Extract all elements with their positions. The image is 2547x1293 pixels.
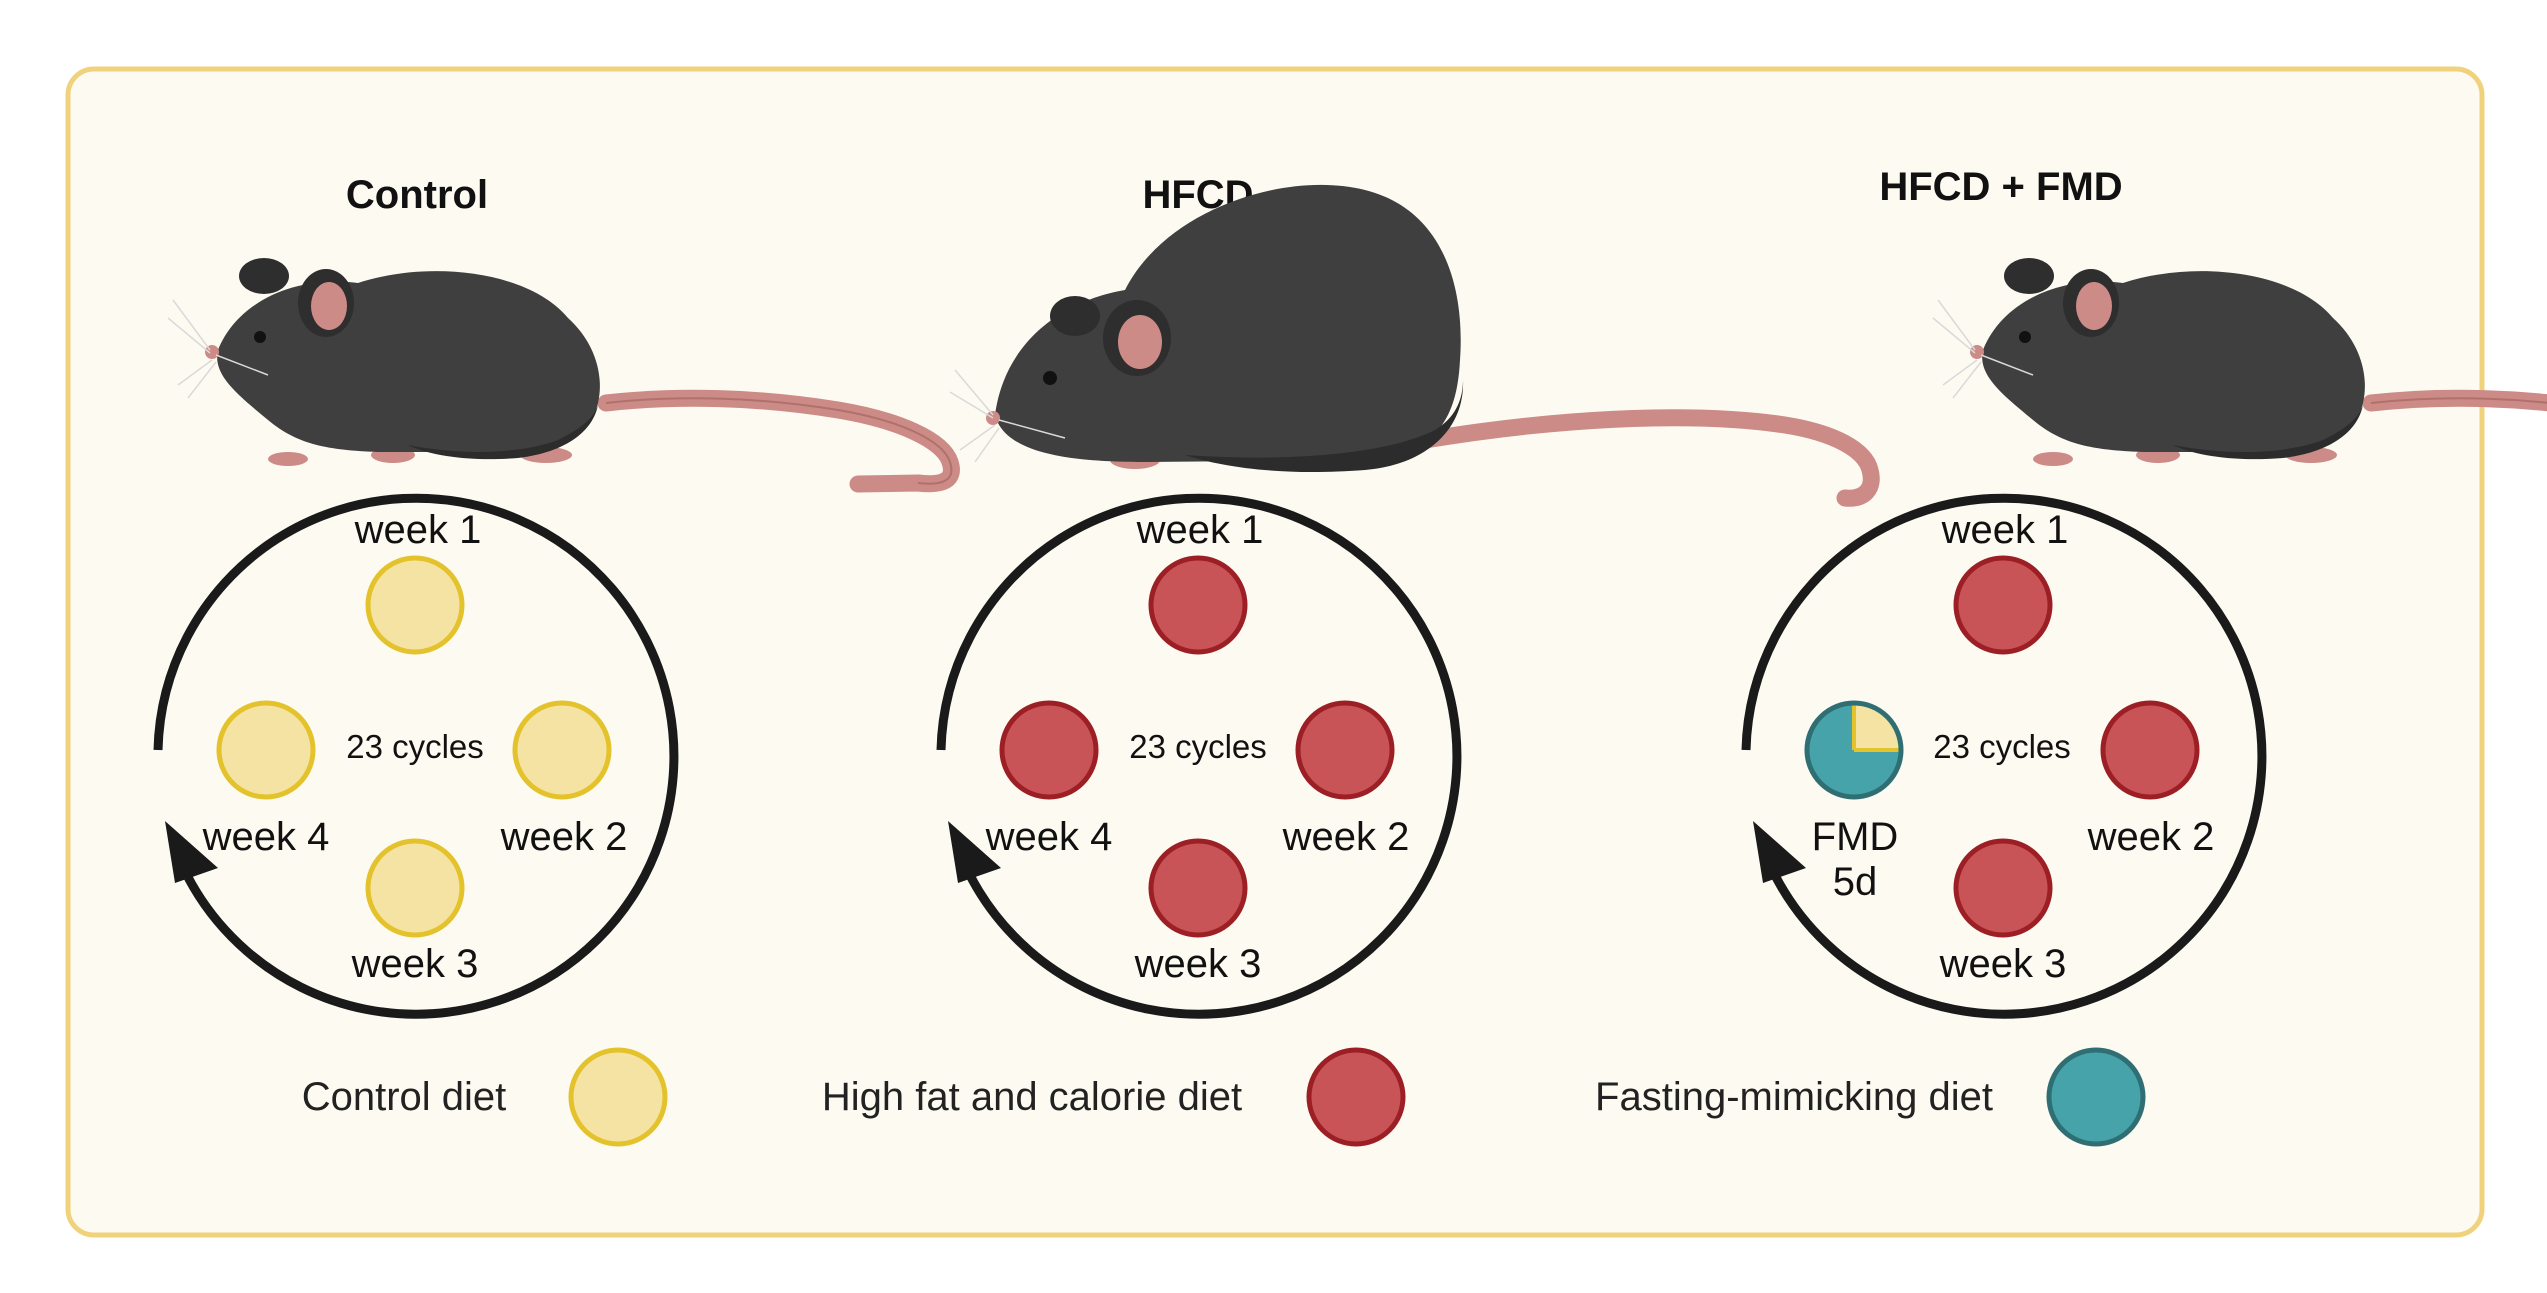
week-4-label: week 4 [202,815,330,859]
group-title: HFCD + FMD [1879,165,2122,209]
week-4-label: week 4 [985,815,1113,859]
cycles-label: 23 cycles [1933,728,2071,765]
week-3-label: week 3 [351,942,479,986]
diet-dot-week-3 [1148,838,1248,938]
diet-dot-week-3 [1953,838,2053,938]
diet-dot-week-4 [999,700,1099,800]
cycle-arrowhead-icon [165,821,218,883]
week-2-label: week 2 [2087,815,2215,859]
week-1-label: week 1 [354,508,482,552]
cycle-arrowhead-icon [948,821,1001,883]
diet-dot-week-2 [512,700,612,800]
week-3-label: week 3 [1939,942,2067,986]
week-2-label: week 2 [1282,815,1410,859]
legend-label-high-fat-calorie-diet: High fat and calorie diet [822,1075,1242,1119]
week-1-label: week 1 [1136,508,1264,552]
diet-dot-week-1 [1953,555,2053,655]
week-2-label: week 2 [500,815,628,859]
week-1-label: week 1 [1941,508,2069,552]
legend-label-fasting-mimicking-diet: Fasting-mimicking diet [1595,1075,1993,1119]
diet-dot-week-2 [2100,700,2200,800]
diet-dot-week-2 [1295,700,1395,800]
fmd-label-line-1: FMD [1812,815,1899,859]
diet-dot-week-1 [365,555,465,655]
legend-swatch-control-diet [568,1047,668,1147]
group-hfcd: HFCD week 1 week 2 week 3 week 4 23 cycl… [936,173,1871,1019]
diet-dot-week-1 [1148,555,1248,655]
fmd-diet-dot [1804,700,1904,800]
cycles-label: 23 cycles [1129,728,1267,765]
diet-dot-week-3 [365,838,465,938]
cycles-label: 23 cycles [346,728,484,765]
cycle-arrow-icon [936,493,1462,1019]
week-3-label: week 3 [1134,942,1262,986]
legend: Control diet High fat and calorie diet F… [302,1047,2146,1147]
group-title: Control [346,173,488,217]
group-hfcd-fmd: HFCD + FMD week 1 week 2 week 3 FMD 5d 2… [1741,165,2547,1019]
cycle-arrowhead-icon [1753,821,1806,883]
cycle-arrow-icon [1741,493,2267,1019]
diet-dot-week-4 [216,700,316,800]
legend-label-control-diet: Control diet [302,1075,507,1119]
cycle-arrow-icon [153,493,679,1019]
fmd-label-line-2: 5d [1833,860,1878,904]
panel-background [65,66,2485,1238]
legend-swatch-fasting-mimicking-diet [2046,1047,2146,1147]
group-control: Control week 1 week 2 week 3 week 4 23 c… [153,173,951,1019]
legend-swatch-high-fat-calorie-diet [1306,1047,1406,1147]
